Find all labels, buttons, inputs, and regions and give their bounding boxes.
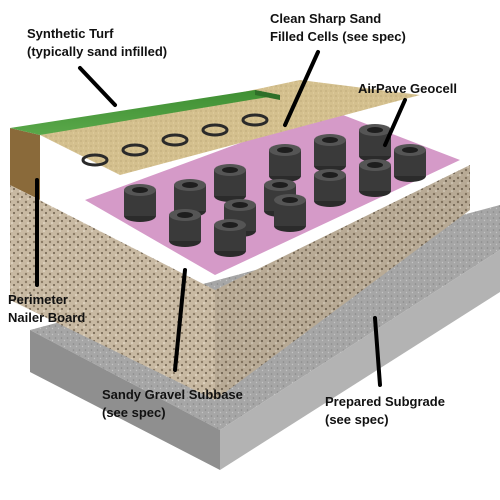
leader-lines — [35, 50, 407, 387]
geocell-cylinder — [274, 194, 306, 232]
label-synthetic-turf: Synthetic Turf (typically sand infilled) — [27, 26, 168, 59]
turf-back — [255, 90, 280, 100]
label-geocell: AirPave Geocell — [358, 81, 457, 96]
geocell-cylinder — [314, 169, 346, 207]
sand-surface — [40, 80, 420, 175]
leader-synthetic-turf — [78, 66, 117, 107]
geocell-cylinder — [224, 199, 256, 237]
sand-filled-cell — [201, 123, 229, 137]
geocell-cylinder — [269, 144, 301, 182]
label-subbase: Sandy Gravel Subbase (see spec) — [102, 387, 243, 420]
leader-sand-cells — [283, 50, 320, 127]
geocell-cylinder — [124, 184, 156, 222]
subgrade-front — [30, 330, 220, 470]
subbase-right — [215, 165, 470, 400]
subgrade-right — [220, 250, 500, 470]
label-subgrade: Prepared Subgrade (see spec) — [325, 394, 445, 427]
subbase-front — [10, 185, 215, 400]
geocell-cylinder — [394, 144, 426, 182]
soil-edge — [10, 128, 40, 200]
geocell-cylinder — [314, 134, 346, 172]
sand-filled-cell — [81, 153, 109, 167]
geocell-cylinder — [214, 164, 246, 202]
geocell-cylinder — [359, 159, 391, 197]
turf-top — [10, 90, 280, 135]
label-nailer: Perimeter Nailer Board — [8, 292, 86, 325]
sand-filled-cell — [161, 133, 189, 147]
geocell-cylinder — [359, 124, 391, 162]
leader-subgrade — [373, 316, 382, 387]
leader-subbase — [173, 268, 187, 372]
label-sand-cells: Clean Sharp Sand Filled Cells (see spec) — [270, 11, 406, 44]
leader-geocell — [383, 98, 407, 147]
geocell-grid — [81, 113, 426, 257]
geocell-cylinder — [169, 209, 201, 247]
geocell-cylinder — [214, 219, 246, 257]
sand-filled-cell — [241, 113, 269, 127]
sand-filled-cell — [121, 143, 149, 157]
